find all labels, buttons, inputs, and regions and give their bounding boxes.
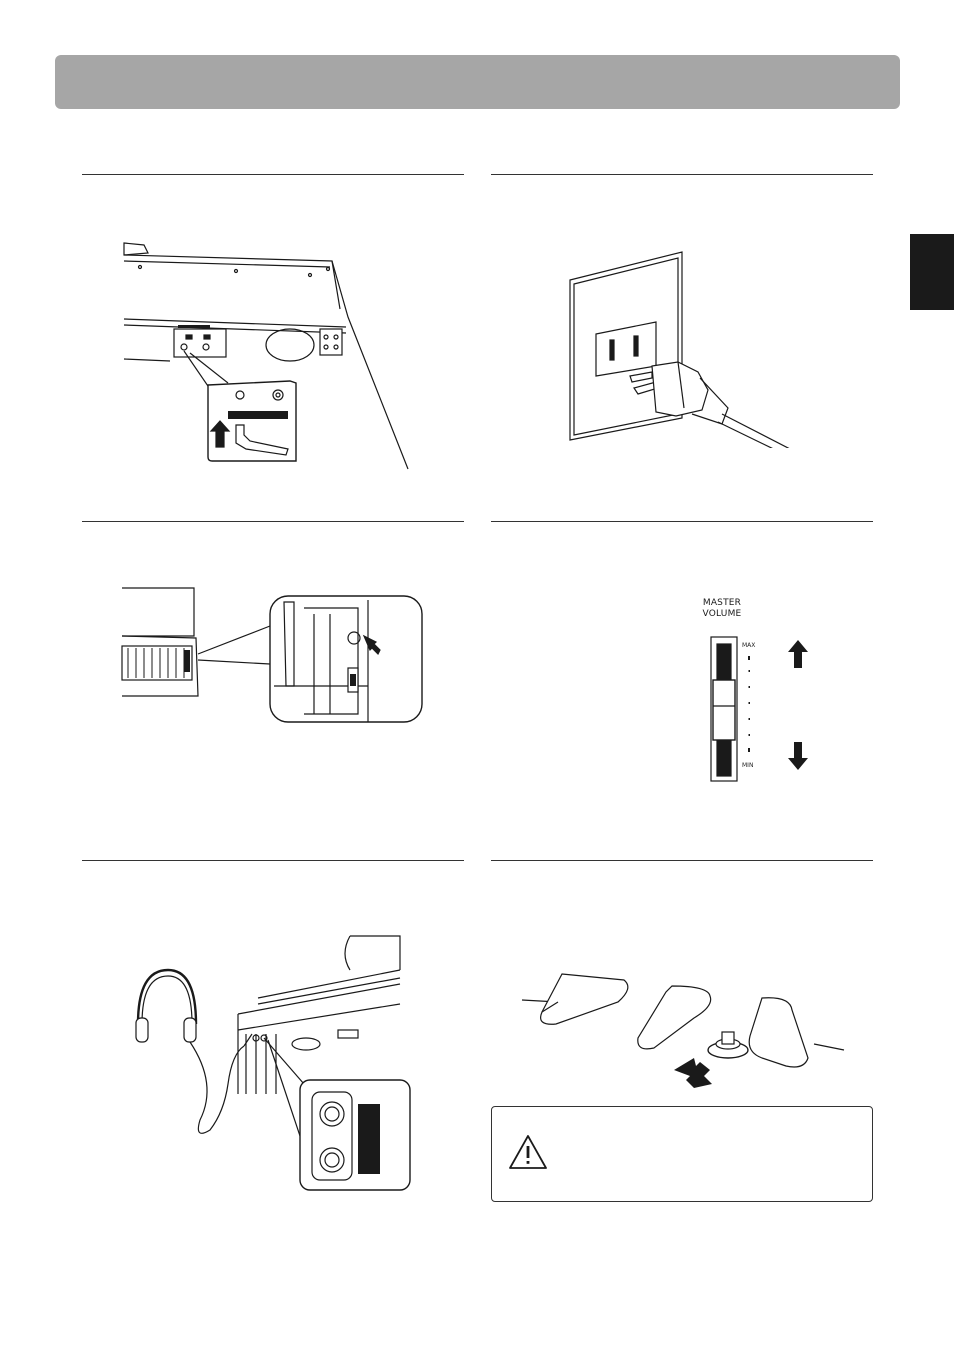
master-volume-label-line1: MASTER [702, 598, 742, 608]
master-volume-label: MASTER VOLUME [684, 598, 760, 620]
wall-outlet-illustration [560, 248, 800, 448]
volume-up-arrow-icon [787, 640, 809, 668]
master-volume-label-line2: VOLUME [702, 609, 742, 619]
power-button-illustration [118, 586, 428, 724]
section-rule-2 [491, 174, 873, 175]
pedal-adjuster-illustration [518, 966, 848, 1096]
page-header-bar [55, 55, 900, 109]
section-rule-1 [82, 174, 464, 175]
master-volume-slider[interactable] [710, 636, 740, 784]
section-rule-6 [491, 860, 873, 861]
warning-triangle-icon [509, 1135, 547, 1169]
volume-scale-ticks [747, 656, 753, 760]
chapter-index-tab [910, 234, 954, 310]
volume-down-arrow-icon [787, 742, 809, 770]
headphones-illustration [128, 934, 418, 1194]
phones-jack-label: – PHONES – [344, 1089, 352, 1130]
section-rule-4 [491, 521, 873, 522]
power-jack-illustration [110, 235, 420, 475]
caution-box [491, 1106, 873, 1202]
volume-min-label: MIN [742, 762, 754, 769]
section-rule-5 [82, 860, 464, 861]
volume-max-label: MAX [742, 642, 756, 649]
section-rule-3 [82, 521, 464, 522]
